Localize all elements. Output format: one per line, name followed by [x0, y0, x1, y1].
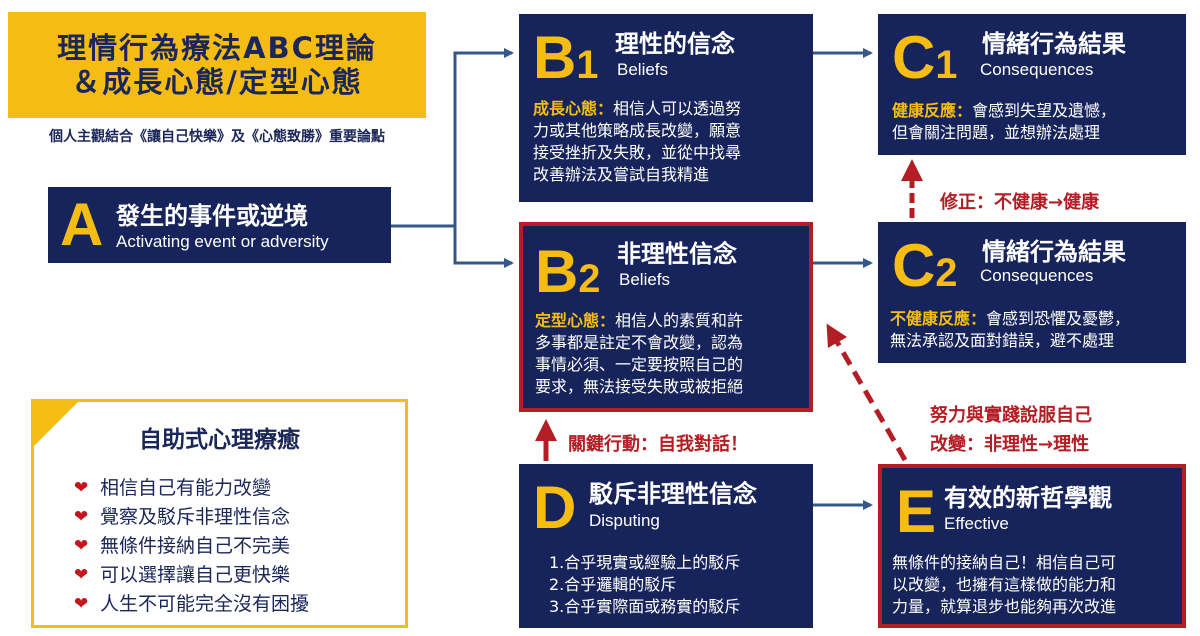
letter-b2: B2	[535, 238, 601, 305]
box-c1: C1 情緒行為結果 Consequences 健康反應：會感到失望及遺憾， 但會…	[878, 14, 1186, 155]
box-c2-subtitle: Consequences	[980, 266, 1094, 285]
box-b1-subtitle: Beliefs	[617, 60, 669, 79]
box-c2-highlight: 不健康反應：	[890, 309, 987, 328]
subtitle: 個人主觀結合《讓自己快樂》及《心態致勝》重要論點	[49, 129, 385, 145]
box-b2-highlight: 定型心態：	[535, 311, 616, 330]
letter-c1: C1	[892, 24, 958, 91]
box-b2: B2 非理性信念 Beliefs 定型心態：相信人的素質和許 多事都是註定不會改…	[519, 222, 813, 412]
box-e-title: 有效的新哲學觀	[944, 484, 1112, 512]
arrow-a-to-b1	[453, 48, 514, 226]
list-item: ❤相信自己有能力改變	[74, 474, 309, 503]
heart-icon: ❤	[74, 565, 89, 585]
box-b1-highlight: 成長心態：	[533, 99, 614, 118]
box-d: D 駁斥非理性信念 Disputing 1.合乎現實或經驗上的駁斥 2.合乎邏輯…	[519, 464, 813, 628]
box-d-body: 1.合乎現實或經驗上的駁斥 2.合乎邏輯的駁斥 3.合乎實際面或務實的駁斥	[549, 553, 741, 616]
box-c2-body: 不健康反應：會感到恐懼及憂鬱， 無法承認及面對錯誤，避不處理	[890, 309, 1131, 350]
box-c1-subtitle: Consequences	[980, 60, 1094, 79]
letter-c2: C2	[892, 232, 958, 299]
list-item: ❤無條件接納自己不完美	[74, 532, 309, 561]
list-item: ❤可以選擇讓自己更快樂	[74, 561, 309, 590]
box-b1-body: 成長心態：相信人可以透過努 力或其他策略成長改變，願意 接受挫折及失敗，並從中找…	[533, 99, 742, 184]
arrow-a-to-b2	[453, 226, 514, 268]
box-c2-title: 情緒行為結果	[982, 238, 1126, 266]
box-c1-title: 情緒行為結果	[982, 30, 1126, 58]
label-persuade-2: 改變：非理性→理性	[930, 434, 1090, 455]
box-b1: B1 理性的信念 Beliefs 成長心態：相信人可以透過努 力或其他策略成長改…	[519, 14, 813, 202]
box-b1-title: 理性的信念	[615, 30, 735, 58]
self-help-list: ❤相信自己有能力改變 ❤覺察及駁斥非理性信念 ❤無條件接納自己不完美 ❤可以選擇…	[74, 474, 309, 619]
title-banner: 理情行為療法ABC理論 ＆成長心態/定型心態	[8, 12, 426, 118]
box-b2-title: 非理性信念	[617, 240, 737, 268]
list-item: ❤覺察及駁斥非理性信念	[74, 503, 309, 532]
letter-d: D	[533, 474, 577, 541]
box-b2-body: 定型心態：相信人的素質和許 多事都是註定不會改變，認為 事情必須、一定要按照自己…	[535, 311, 744, 396]
arrow-e-to-b2	[826, 323, 908, 462]
box-c1-body: 健康反應：會感到失望及遺憾， 但會關注問題，並想辦法處理	[892, 101, 1117, 142]
corner-accent	[34, 402, 78, 446]
letter-e: E	[896, 478, 937, 545]
box-b2-subtitle: Beliefs	[619, 270, 671, 289]
box-a-title: 發生的事件或逆境	[116, 202, 308, 230]
heart-icon: ❤	[74, 507, 89, 527]
heart-icon: ❤	[74, 594, 89, 614]
box-a: A 發生的事件或逆境 Activating event or adversity	[48, 187, 391, 263]
title-line-1: 理情行為療法ABC理論	[57, 30, 377, 65]
heart-icon: ❤	[74, 478, 89, 498]
label-persuade-1: 努力與實踐說服自己	[930, 405, 1092, 426]
box-e: E 有效的新哲學觀 Effective 無條件的接納自己！相信自己可 以改變，也…	[878, 464, 1186, 628]
box-c1-highlight: 健康反應：	[892, 101, 973, 120]
heart-icon: ❤	[74, 536, 89, 556]
box-e-subtitle: Effective	[944, 514, 1009, 533]
list-item: ❤人生不可能完全沒有困擾	[74, 590, 309, 619]
box-c2: C2 情緒行為結果 Consequences 不健康反應：會感到恐懼及憂鬱， 無…	[878, 222, 1186, 363]
letter-a: A	[60, 191, 104, 258]
box-e-body: 無條件的接納自己！相信自己可 以改變，也擁有這樣做的能力和 力量，就算退步也能夠…	[892, 553, 1117, 616]
box-d-subtitle: Disputing	[589, 511, 660, 530]
letter-b1: B1	[533, 24, 599, 91]
label-key-action: 關鍵行動：自我對話！	[568, 434, 748, 455]
self-help-title: 自助式心理療癒	[139, 427, 300, 453]
box-d-title: 駁斥非理性信念	[589, 480, 757, 508]
label-correction: 修正：不健康→健康	[940, 192, 1100, 213]
box-a-subtitle: Activating event or adversity	[116, 232, 329, 251]
self-help-panel: 自助式心理療癒 ❤相信自己有能力改變 ❤覺察及駁斥非理性信念 ❤無條件接納自己不…	[31, 399, 408, 628]
title-line-2: ＆成長心態/定型心態	[71, 65, 363, 99]
